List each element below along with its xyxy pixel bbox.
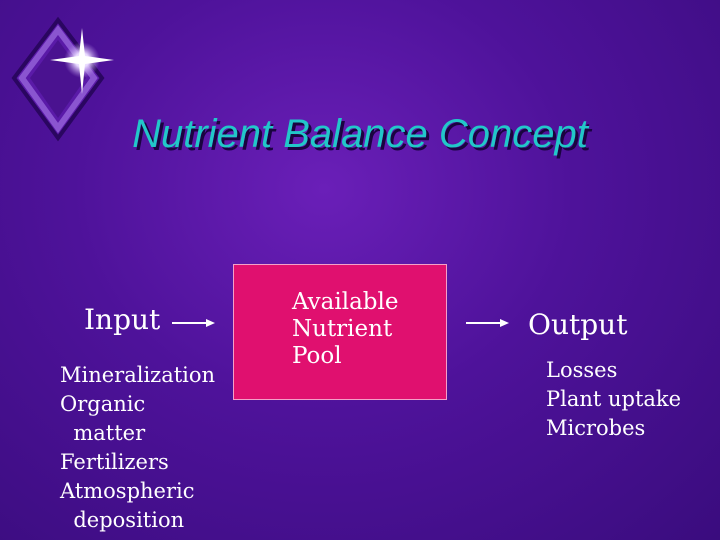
pool-label: Available Nutrient Pool bbox=[292, 289, 399, 369]
output-label: Output bbox=[528, 308, 628, 341]
slide-title: Nutrient Balance Concept bbox=[132, 112, 588, 156]
output-losses-list: Losses Plant uptake Microbes bbox=[546, 358, 682, 440]
nutrient-pool-box: Available Nutrient Pool bbox=[233, 264, 447, 400]
arrow-right-icon bbox=[466, 319, 509, 327]
arrow-right-icon bbox=[172, 319, 215, 327]
input-label: Input bbox=[84, 303, 161, 336]
sparkle-diamond-logo-icon bbox=[11, 16, 114, 142]
input-sources-list: Mineralization Organic matter Fertilizer… bbox=[60, 363, 216, 532]
